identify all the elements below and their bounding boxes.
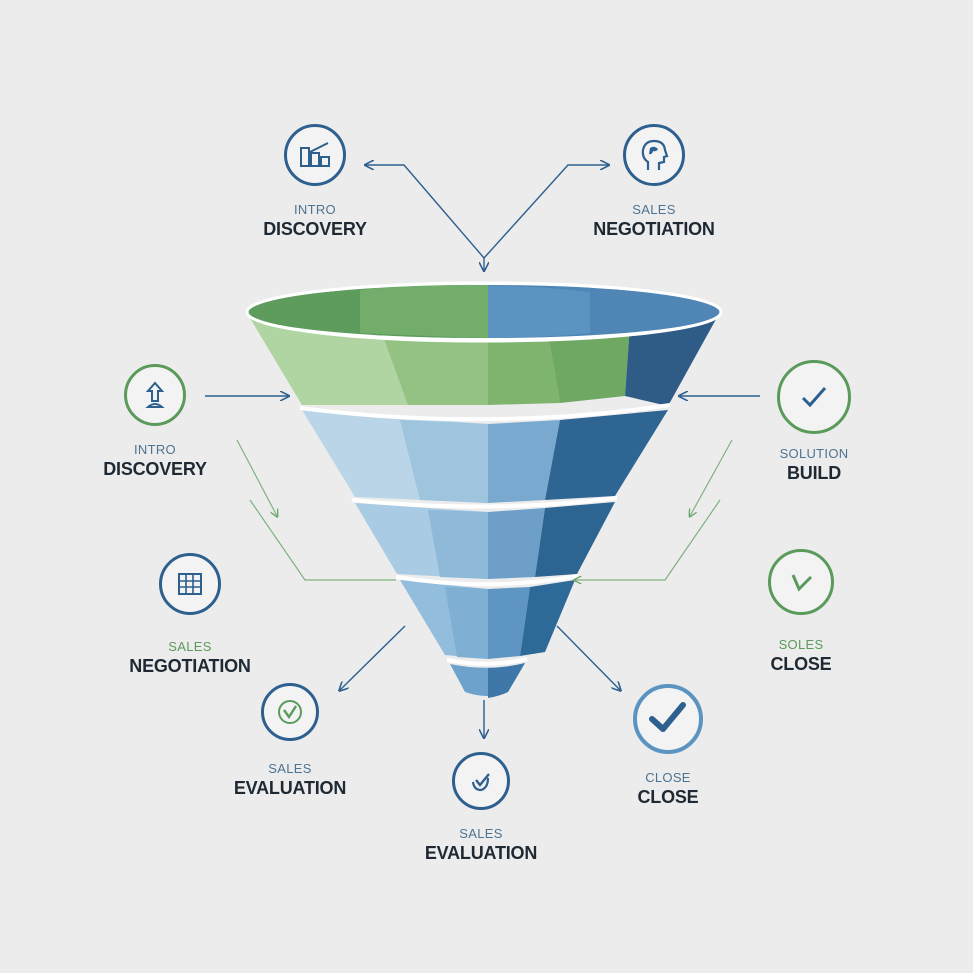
stage-node-bottom-left: SALES EVALUATION: [180, 683, 400, 799]
stage-title: EVALUATION: [424, 843, 538, 863]
stage-title: CLOSE: [637, 787, 699, 807]
stage-subtitle: INTRO: [294, 202, 336, 217]
stage-subtitle: CLOSE: [645, 770, 691, 785]
funnel-tip: [450, 663, 525, 698]
stage-node-lower-left: SALES NEGOTIATION: [80, 553, 300, 677]
green-line-right-2: [575, 499, 721, 580]
check-icon: [633, 684, 703, 754]
stage-title: NEGOTIATION: [129, 656, 251, 676]
chart-icon: [284, 124, 346, 186]
stage-node-bottom-right: CLOSE CLOSE: [558, 684, 778, 808]
check-icon: [768, 549, 834, 615]
check-icon: [777, 360, 851, 434]
arrow-to-bottom-right: [556, 625, 620, 690]
funnel-separators: [299, 403, 671, 666]
funnel-band-3: [355, 502, 615, 579]
funnel-band-2: [302, 410, 668, 503]
stage-title: DISCOVERY: [103, 459, 207, 479]
stage-title: NEGOTIATION: [593, 219, 715, 239]
stage-node-top-left: INTRO DISCOVERY: [205, 124, 425, 240]
funnel-top-ellipse: [245, 281, 723, 343]
stage-subtitle: SALES: [459, 826, 503, 841]
upload-icon: [124, 364, 186, 426]
stage-subtitle: SOLUTION: [779, 446, 849, 461]
connector-top: [366, 165, 608, 270]
green-line-left-1: [236, 439, 277, 516]
head-profile-icon: [623, 124, 685, 186]
funnel-band-4: [400, 580, 575, 659]
stage-title: BUILD: [787, 463, 841, 483]
check-icon: [452, 752, 510, 810]
stage-title: EVALUATION: [233, 778, 347, 798]
stage-title: DISCOVERY: [263, 219, 367, 239]
stage-node-mid-right: SOLUTION BUILD: [704, 360, 924, 484]
green-line-right-1: [690, 439, 733, 516]
stage-subtitle: SALES: [632, 202, 676, 217]
stage-node-lower-right: SOLES CLOSE: [691, 549, 911, 675]
stage-title: CLOSE: [770, 654, 832, 674]
stage-subtitle: SALES: [268, 761, 312, 776]
stage-subtitle: INTRO: [134, 442, 176, 457]
stage-node-top-right: SALES NEGOTIATION: [544, 124, 764, 240]
stage-subtitle: SALES: [168, 639, 212, 654]
stage-node-bottom-center: SALES EVALUATION: [371, 752, 591, 864]
stage-subtitle: SOLES: [778, 637, 824, 652]
stage-node-mid-left: INTRO DISCOVERY: [45, 364, 265, 480]
grid-icon: [159, 553, 221, 615]
green-line-left-2: [249, 499, 396, 581]
arrow-to-bottom-left: [340, 625, 406, 690]
check-icon: [261, 683, 319, 741]
